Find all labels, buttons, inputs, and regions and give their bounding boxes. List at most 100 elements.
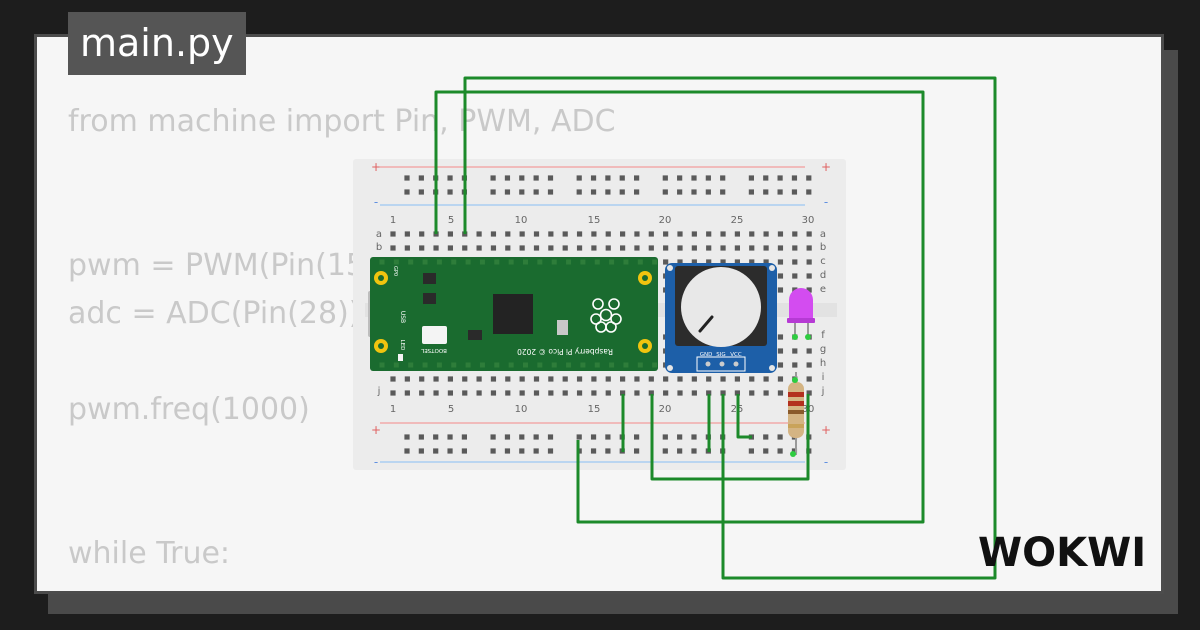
- breadboard-hole[interactable]: [777, 259, 784, 265]
- breadboard-hole[interactable]: [605, 434, 611, 440]
- breadboard-hole[interactable]: [691, 175, 697, 181]
- breadboard-hole[interactable]: [404, 231, 410, 237]
- breadboard-hole[interactable]: [691, 434, 697, 440]
- breadboard-hole[interactable]: [418, 189, 424, 195]
- pico-pin[interactable]: [551, 362, 557, 368]
- breadboard-hole[interactable]: [433, 245, 439, 251]
- breadboard-hole[interactable]: [533, 189, 539, 195]
- breadboard-hole[interactable]: [390, 245, 396, 251]
- breadboard-hole[interactable]: [806, 189, 812, 195]
- breadboard-hole[interactable]: [763, 390, 769, 396]
- breadboard-hole[interactable]: [763, 448, 769, 454]
- breadboard-hole[interactable]: [777, 434, 783, 440]
- breadboard-hole[interactable]: [777, 231, 784, 237]
- pico-pin[interactable]: [623, 362, 629, 368]
- led[interactable]: [787, 288, 815, 340]
- pico-pin[interactable]: [523, 362, 528, 368]
- breadboard-hole[interactable]: [476, 390, 482, 396]
- pico-pin[interactable]: [508, 362, 514, 368]
- breadboard-hole[interactable]: [677, 259, 683, 265]
- breadboard-hole[interactable]: [720, 245, 726, 251]
- breadboard-hole[interactable]: [691, 376, 697, 382]
- pico-pin[interactable]: [508, 259, 514, 265]
- breadboard-hole[interactable]: [777, 245, 784, 251]
- pico-pin[interactable]: [379, 362, 385, 368]
- breadboard-hole[interactable]: [605, 245, 611, 251]
- pico-pin[interactable]: [494, 259, 500, 265]
- breadboard-hole[interactable]: [519, 448, 525, 454]
- breadboard-hole[interactable]: [547, 434, 554, 440]
- breadboard-hole[interactable]: [705, 175, 711, 181]
- breadboard-hole[interactable]: [505, 376, 511, 382]
- breadboard-hole[interactable]: [576, 245, 583, 251]
- breadboard-hole[interactable]: [620, 245, 626, 251]
- breadboard-hole[interactable]: [533, 434, 539, 440]
- pico-pin[interactable]: [422, 362, 428, 368]
- breadboard-hole[interactable]: [418, 448, 424, 454]
- breadboard-hole[interactable]: [562, 390, 568, 396]
- potentiometer[interactable]: GND SIG VCC: [665, 263, 777, 373]
- wire[interactable]: [650, 394, 810, 481]
- breadboard-hole[interactable]: [605, 390, 611, 396]
- breadboard-hole[interactable]: [777, 287, 784, 293]
- breadboard-hole[interactable]: [562, 245, 568, 251]
- breadboard-hole[interactable]: [691, 231, 697, 237]
- breadboard-hole[interactable]: [390, 231, 396, 237]
- breadboard-hole[interactable]: [777, 189, 783, 195]
- breadboard-hole[interactable]: [504, 175, 511, 181]
- breadboard-hole[interactable]: [720, 376, 726, 382]
- breadboard-hole[interactable]: [749, 245, 755, 251]
- breadboard-hole[interactable]: [419, 231, 425, 237]
- breadboard-hole[interactable]: [605, 448, 611, 454]
- breadboard-hole[interactable]: [662, 175, 668, 181]
- breadboard-hole[interactable]: [663, 376, 669, 382]
- breadboard-hole[interactable]: [663, 390, 669, 396]
- breadboard-hole[interactable]: [619, 175, 625, 181]
- breadboard-hole[interactable]: [648, 376, 654, 382]
- pico-pin[interactable]: [393, 362, 399, 368]
- breadboard-hole[interactable]: [418, 434, 424, 440]
- breadboard-hole[interactable]: [792, 273, 798, 279]
- breadboard-hole[interactable]: [634, 448, 640, 454]
- breadboard-hole[interactable]: [734, 376, 740, 382]
- breadboard-hole[interactable]: [433, 376, 439, 382]
- pico-pin[interactable]: [623, 259, 629, 265]
- breadboard-hole[interactable]: [791, 189, 798, 195]
- breadboard-hole[interactable]: [576, 231, 583, 237]
- breadboard-hole[interactable]: [792, 231, 798, 237]
- breadboard-hole[interactable]: [591, 376, 597, 382]
- breadboard-hole[interactable]: [662, 448, 668, 454]
- breadboard-hole[interactable]: [462, 390, 468, 396]
- breadboard-hole[interactable]: [720, 259, 726, 265]
- breadboard-hole[interactable]: [792, 245, 798, 251]
- breadboard-hole[interactable]: [519, 434, 525, 440]
- breadboard-hole[interactable]: [576, 390, 583, 396]
- pico-pin[interactable]: [422, 259, 428, 265]
- breadboard-hole[interactable]: [447, 231, 453, 237]
- breadboard-hole[interactable]: [634, 376, 640, 382]
- breadboard-hole[interactable]: [504, 448, 511, 454]
- breadboard-hole[interactable]: [548, 390, 554, 396]
- breadboard-hole[interactable]: [791, 448, 798, 454]
- resistor[interactable]: [788, 372, 804, 457]
- pico-pin[interactable]: [609, 362, 615, 368]
- file-tab[interactable]: main.py: [68, 12, 246, 75]
- pico-pin[interactable]: [537, 362, 543, 368]
- breadboard-hole[interactable]: [806, 259, 812, 265]
- breadboard-hole[interactable]: [504, 434, 511, 440]
- breadboard-hole[interactable]: [648, 390, 654, 396]
- breadboard-hole[interactable]: [419, 390, 425, 396]
- breadboard-hole[interactable]: [777, 448, 783, 454]
- breadboard-hole[interactable]: [677, 175, 683, 181]
- breadboard-hole[interactable]: [490, 390, 497, 396]
- breadboard-hole[interactable]: [620, 231, 626, 237]
- breadboard-hole[interactable]: [777, 348, 784, 354]
- breadboard-hole[interactable]: [792, 259, 798, 265]
- breadboard-hole[interactable]: [548, 231, 554, 237]
- breadboard-hole[interactable]: [562, 231, 568, 237]
- breadboard-hole[interactable]: [748, 175, 754, 181]
- breadboard-hole[interactable]: [777, 362, 784, 368]
- breadboard-hole[interactable]: [691, 259, 697, 265]
- breadboard-hole[interactable]: [419, 376, 425, 382]
- breadboard-hole[interactable]: [462, 245, 468, 251]
